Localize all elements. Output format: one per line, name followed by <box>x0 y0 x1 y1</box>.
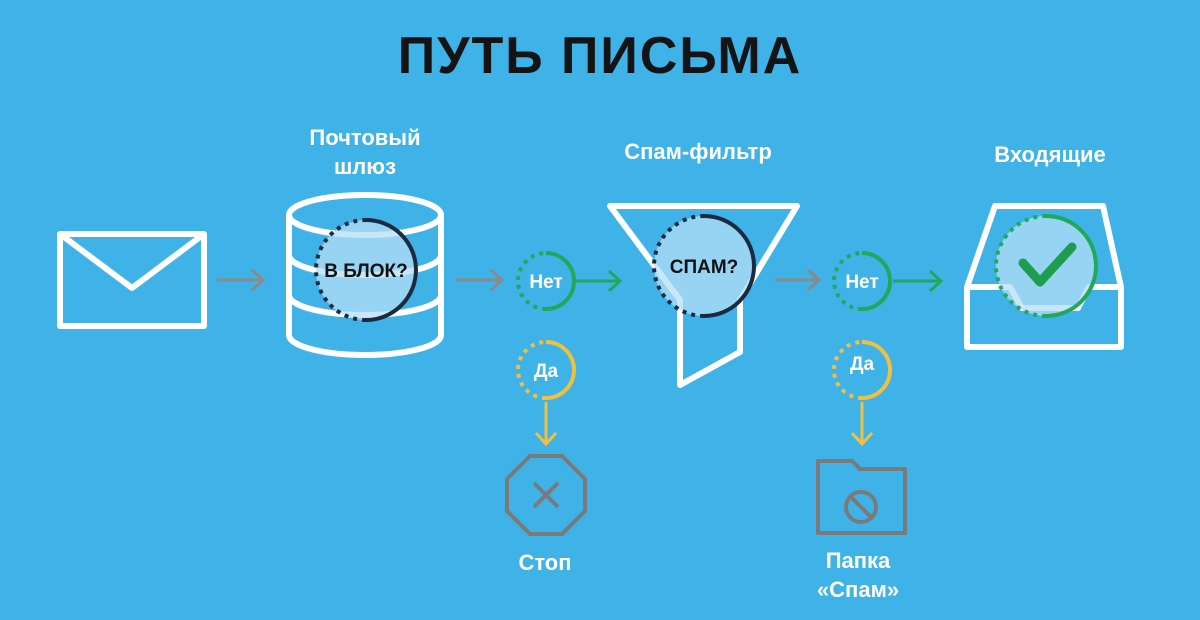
gateway-question: В БЛОК? <box>324 261 408 282</box>
arrow-to-filter <box>576 269 623 293</box>
decision-1-no-label: Нет <box>529 272 562 293</box>
filter-question: СПАМ? <box>670 257 739 278</box>
decision-2-no: Нет <box>832 251 892 311</box>
filter-check-circle: СПАМ? <box>652 214 756 318</box>
arrow-to-stop <box>534 402 558 447</box>
envelope-icon <box>57 231 207 329</box>
decision-2-yes-label: Да <box>850 354 875 375</box>
checkmark-icon <box>1018 242 1077 287</box>
arrow-to-gateway <box>217 268 266 292</box>
decision-1-yes: Да <box>516 340 576 400</box>
decision-2-yes: Да <box>832 340 892 400</box>
gateway-label: Почтовый шлюз <box>309 125 421 179</box>
arrow-to-spam-folder <box>850 402 874 447</box>
gateway-check-circle: В БЛОК? <box>314 218 418 322</box>
arrow-to-decision-2 <box>775 268 822 292</box>
spam-folder-label: Папка «Спам» <box>816 548 900 602</box>
decision-1-yes-label: Да <box>534 361 559 382</box>
stop-label: Стоп <box>518 550 572 575</box>
arrow-to-inbox <box>893 269 944 293</box>
spam-folder-icon <box>816 459 907 535</box>
decision-2-no-label: Нет <box>845 272 878 293</box>
spam-filter-label: Спам-фильтр <box>624 139 772 164</box>
inbox-check-circle <box>994 214 1098 318</box>
inbox-label: Входящие <box>994 142 1106 167</box>
arrow-to-decision-1 <box>456 268 505 292</box>
decision-1-no: Нет <box>516 251 576 311</box>
stop-octagon-icon <box>505 454 587 536</box>
page-title: ПУТЬ ПИСЬМА <box>397 27 803 85</box>
